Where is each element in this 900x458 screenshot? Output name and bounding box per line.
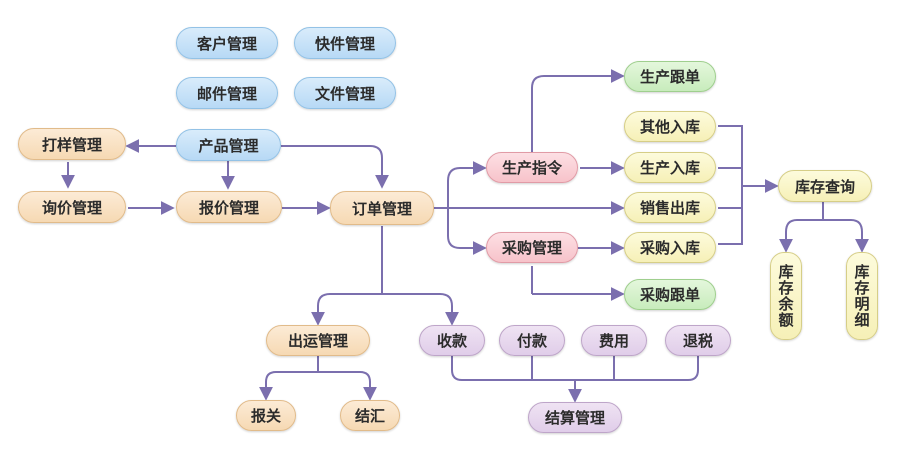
edge-order-receipt	[382, 293, 459, 326]
node-other-inbound[interactable]: 其他入库	[624, 111, 716, 142]
edge-query-detail	[823, 219, 869, 253]
edge-shipping-exchange	[318, 371, 377, 401]
node-purchase-mgmt[interactable]: 采购管理	[486, 232, 578, 263]
node-file-mgmt[interactable]: 文件管理	[294, 77, 396, 109]
node-product-mgmt[interactable]: 产品管理	[176, 129, 281, 161]
node-inventory-query[interactable]: 库存查询	[778, 170, 872, 202]
edge-production-tracking	[531, 69, 625, 152]
node-tax-refund[interactable]: 退税	[665, 325, 731, 356]
edge-query-balance	[779, 219, 823, 253]
node-order-mgmt[interactable]: 订单管理	[330, 191, 434, 225]
node-inquiry-mgmt[interactable]: 询价管理	[18, 191, 126, 223]
node-purchase-tracking[interactable]: 采购跟单	[624, 279, 716, 310]
node-quote-mgmt[interactable]: 报价管理	[176, 191, 282, 223]
node-receipt[interactable]: 收款	[419, 325, 485, 356]
node-mail-mgmt[interactable]: 邮件管理	[176, 77, 278, 109]
edge-product-order	[281, 145, 389, 189]
node-sample-mgmt[interactable]: 打样管理	[18, 128, 126, 160]
node-sales-outbound[interactable]: 销售出库	[624, 192, 716, 223]
node-production-order[interactable]: 生产指令	[486, 152, 578, 183]
edge-order-shipping	[311, 293, 382, 326]
node-customs[interactable]: 报关	[236, 400, 296, 431]
node-inventory-detail[interactable]: 库存明细	[846, 252, 878, 340]
edge-inbound-bundle	[718, 125, 743, 245]
node-production-tracking[interactable]: 生产跟单	[624, 61, 716, 92]
node-inventory-balance[interactable]: 库存余额	[770, 252, 802, 340]
node-expense[interactable]: 费用	[581, 325, 647, 356]
node-payment[interactable]: 付款	[499, 325, 565, 356]
edge-order-production	[434, 161, 487, 209]
node-shipping-mgmt[interactable]: 出运管理	[266, 325, 370, 356]
node-express-mgmt[interactable]: 快件管理	[294, 27, 396, 59]
node-purchase-inbound[interactable]: 采购入库	[624, 232, 716, 263]
node-production-inbound[interactable]: 生产入库	[624, 152, 716, 183]
edge-shipping-customs	[259, 371, 318, 401]
node-customer-mgmt[interactable]: 客户管理	[176, 27, 278, 59]
node-exchange-settlement[interactable]: 结汇	[340, 400, 400, 431]
edge-finance-bundle	[451, 356, 699, 381]
edge-order-purchase	[447, 208, 487, 255]
node-settlement-mgmt[interactable]: 结算管理	[528, 402, 622, 433]
